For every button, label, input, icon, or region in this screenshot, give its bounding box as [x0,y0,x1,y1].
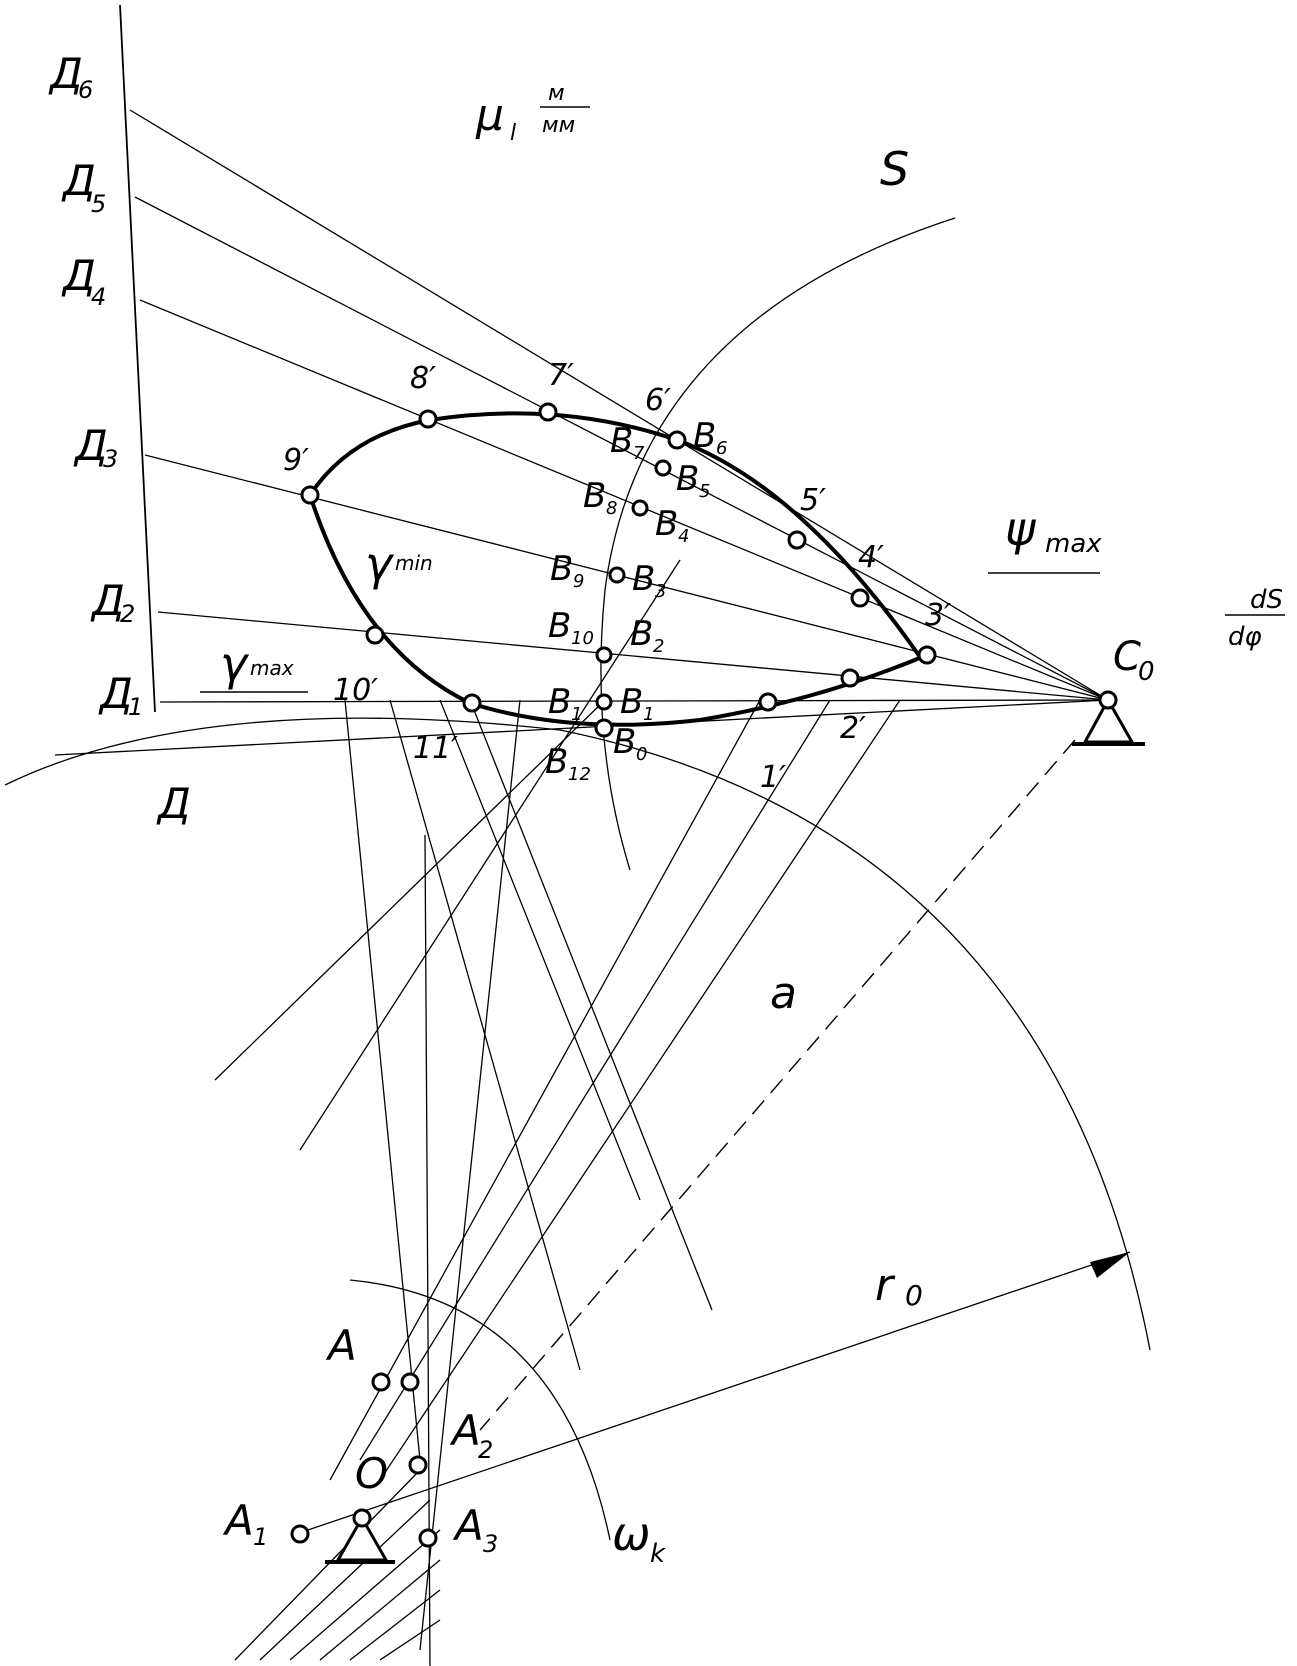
label-b0: B [613,722,636,762]
r0-arrowhead [1090,1252,1130,1278]
label-a3-sub: 3 [483,1530,498,1558]
label-prime-4: 4′ [858,540,884,575]
label-d3: Д [73,421,108,470]
label-b1-left: B [548,682,571,722]
label-gamma-max: γ [220,637,250,691]
label-a: a [770,968,797,1019]
label-b9: B [550,549,573,589]
label-omega-sub: k [650,1539,666,1569]
scale-mu: μ [475,90,504,141]
label-prime-8: 8′ [410,361,436,396]
label-a1-sub: 1 [253,1523,268,1551]
label-d5: Д [61,156,96,205]
label-b1-right: B [620,682,643,722]
label-psi-sub: max [1045,529,1102,559]
label-prime-2: 2′ [840,711,866,746]
label-d: Д [156,779,191,828]
label-omega: ω [612,1507,651,1561]
label-psi: ψ [1005,502,1037,556]
label-d5-sub: 5 [91,190,106,218]
label-b3: B [632,559,655,599]
omega-arc [349,1279,611,1541]
label-b3-sub: 3 [655,581,666,602]
label-prime-5: 5′ [800,483,826,518]
label-b7-sub: 7 [633,443,645,464]
fan-lines [214,559,1131,1666]
o-support [325,1514,395,1564]
label-b10: B [548,606,571,646]
a-dashed-line [479,739,1076,1431]
label-d6: Д [48,49,83,98]
label-prime-10: 10′ [333,673,378,708]
label-gamma-max-sub: max [250,656,294,680]
label-c0-sub: 0 [1138,657,1155,687]
label-gamma-min-sub: min [395,551,433,575]
label-a2-sub: 2 [478,1436,493,1464]
label-a2: A [449,1406,481,1455]
label-b5: B [676,459,699,499]
label-d2: Д [90,576,125,625]
r0-arc [4,717,1151,1351]
label-b2-sub: 2 [653,636,664,657]
scale-mu-sub: l [510,121,516,146]
label-c0: C [1113,634,1141,680]
c0-support [1072,696,1145,746]
label-b4: B [655,504,678,544]
label-prime-7: 7′ [548,358,574,393]
label-prime-9: 9′ [283,443,309,478]
label-b5-sub: 5 [699,481,710,502]
label-d4: Д [61,251,96,300]
label-d1: Д [98,669,133,718]
label-r0-sub: 0 [905,1279,923,1312]
label-gamma-min: γ [365,537,395,591]
hatching [234,1469,441,1661]
label-b1-right-sub: 1 [643,704,654,725]
label-b6: B [693,416,716,456]
label-a3: A [452,1501,484,1550]
label-b0-sub: 0 [636,744,647,765]
d-rays [54,109,1109,756]
label-b12-sub: 12 [568,764,591,785]
label-d2-sub: 2 [120,600,135,628]
label-d3-sub: 3 [103,445,118,473]
label-prime-6: 6′ [645,383,671,418]
label-prime-11: 11′ [413,731,458,766]
label-b8: B [583,476,606,516]
scale-denominator: мм [542,113,575,138]
label-b2: B [630,614,653,654]
label-ds: dS [1250,585,1283,615]
label-b1-left-sub: 1 [571,704,582,725]
label-a: A [325,1321,357,1370]
label-a1: A [222,1496,254,1545]
label-b4-sub: 4 [678,526,689,547]
label-b8-sub: 8 [606,498,617,519]
label-r0: r [875,1260,896,1311]
label-b9-sub: 9 [573,571,584,592]
s-arc [600,217,956,871]
label-s: S [880,142,909,196]
label-d1-sub: 1 [128,693,143,721]
d-axis-line [119,4,156,713]
pins [290,402,1118,1548]
label-b10-sub: 10 [571,628,594,649]
label-dphi: dφ [1228,622,1262,652]
label-d6-sub: 6 [78,76,93,104]
label-d4-sub: 4 [91,283,106,311]
label-b12: B [545,742,568,782]
label-b6-sub: 6 [716,438,727,459]
label-prime-3: 3′ [925,598,951,633]
label-prime-1: 1′ [760,760,786,795]
label-b7: B [610,421,633,461]
label-o: O [355,1449,388,1498]
scale-numerator: м [548,81,565,106]
